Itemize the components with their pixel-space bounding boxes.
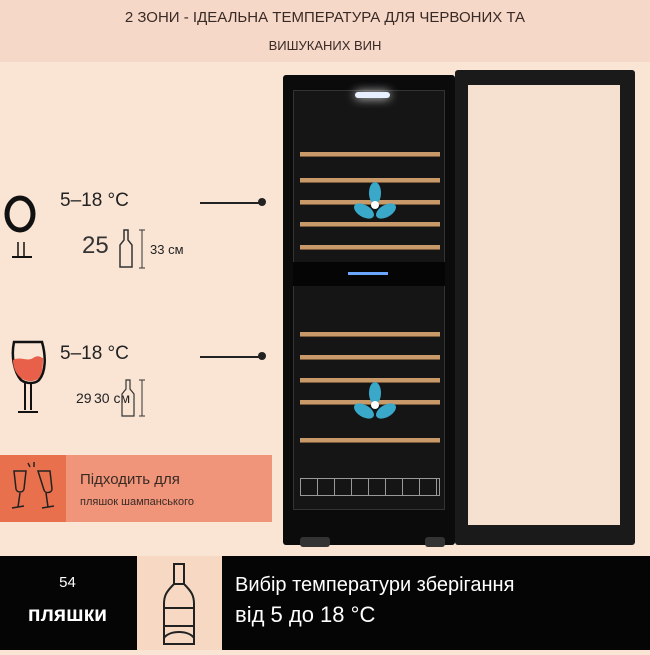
shelf (300, 152, 440, 157)
top-zone-pointer-dot (258, 198, 266, 206)
bottom-zone-bottle-height: 30 см (94, 390, 131, 406)
top-zone-temp: 5–18 °C (60, 190, 129, 211)
bottom-zone-pointer-line (200, 356, 260, 358)
temperature-feature: Вибір температури зберігання від 5 до 18… (235, 570, 514, 630)
bottom-zone-bottles: 29 (76, 390, 92, 406)
champagne-glasses-icon (0, 455, 66, 522)
interior-light (355, 92, 390, 98)
shelf (300, 332, 440, 337)
top-zone-bottle-height: 33 см (150, 242, 184, 257)
control-panel (293, 262, 445, 286)
glass-door-pane (468, 85, 620, 525)
feature-line1: Вибір температури зберігання (235, 574, 515, 596)
header-banner: 2 ЗОНИ - ІДЕАЛЬНА ТЕМПЕРАТУРА ДЛЯ ЧЕРВОН… (0, 0, 650, 62)
bottle-size-icon (121, 379, 145, 417)
shelf (300, 400, 440, 405)
bottom-zone-pointer-dot (258, 352, 266, 360)
bottle-count: 54 (59, 574, 76, 591)
top-zone-bottles: 25 (82, 232, 109, 259)
bottom-banner (0, 556, 650, 650)
promo-line2: пляшок шампанського (80, 496, 194, 508)
header-title-line1: 2 ЗОНИ - ІДЕАЛЬНА ТЕМПЕРАТУРА ДЛЯ ЧЕРВОН… (124, 9, 526, 26)
shelf (300, 200, 440, 205)
bottle-icon-box (137, 556, 222, 650)
top-zone-pointer-line (200, 202, 260, 204)
wine-bottle-icon (163, 563, 195, 645)
feature-line2: від 5 до 18 °C (235, 602, 376, 627)
bottle-size-icon (119, 229, 145, 269)
shelf (300, 355, 440, 360)
shelf (300, 245, 440, 250)
bottom-rack (300, 478, 440, 496)
red-wine-glass-icon (11, 340, 46, 413)
shelf (300, 438, 440, 443)
fan-icon (354, 382, 396, 419)
shelf (300, 178, 440, 183)
fridge-foot (300, 537, 330, 547)
shelf (300, 378, 440, 383)
bottom-zone-temp: 5–18 °C (60, 343, 129, 364)
champagne-promo-panel: Підходить для пляшок шампанського (0, 455, 272, 522)
header-title-line2: ВИШУКАНИХ ВИН (268, 38, 382, 53)
shelf (300, 222, 440, 227)
promo-line1: Підходить для (80, 471, 180, 488)
bottle-count-label: пляшки (27, 603, 108, 626)
bottle-count-box: 54 пляшки (0, 556, 135, 650)
white-wine-glass-icon (4, 195, 36, 258)
fridge-foot (425, 537, 445, 547)
control-panel-display (348, 272, 388, 275)
fan-icon (354, 182, 396, 219)
